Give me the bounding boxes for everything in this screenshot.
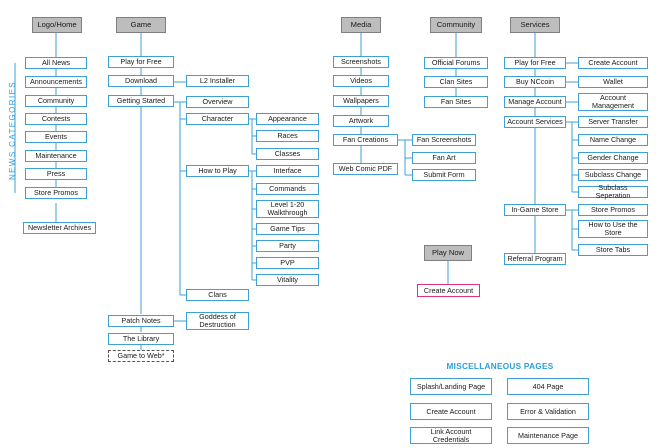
services-store-tabs[interactable]: Store Tabs <box>578 244 648 256</box>
news-item-events[interactable]: Events <box>25 131 87 143</box>
services-subclass-change[interactable]: Subclass Change <box>578 169 648 181</box>
how-to-play-party[interactable]: Party <box>256 240 319 252</box>
character-classes[interactable]: Classes <box>256 148 319 160</box>
services-wallet[interactable]: Wallet <box>578 76 648 88</box>
game-the-library[interactable]: The Library <box>108 333 174 345</box>
how-to-play-vitality[interactable]: Vitality <box>256 274 319 286</box>
media-web-comic-pdf[interactable]: Web Comic PDF <box>333 163 398 175</box>
misc-pages-title: MISCELLANEOUS PAGES <box>446 362 554 371</box>
misc-maintenance-page[interactable]: Maintenance Page <box>507 427 589 444</box>
newsletter-archives[interactable]: Newsletter Archives <box>23 222 96 234</box>
game-how-to-play[interactable]: How to Play <box>186 165 249 177</box>
community-fan-sites[interactable]: Fan Sites <box>424 96 488 108</box>
services-create-account[interactable]: Create Account <box>578 57 648 69</box>
header-community[interactable]: Community <box>430 17 482 33</box>
community-clan-sites[interactable]: Clan Sites <box>424 76 488 88</box>
news-item-all-news[interactable]: All News <box>25 57 87 69</box>
services-referral-program[interactable]: Referral Program <box>504 253 566 265</box>
header-media[interactable]: Media <box>341 17 381 33</box>
services-in-game-store[interactable]: In-Game Store <box>504 204 566 216</box>
header-services[interactable]: Services <box>510 17 560 33</box>
services-how-to-use-store[interactable]: How to Use the Store <box>578 220 648 238</box>
services-subclass-seperation[interactable]: Subclass Seperation <box>578 184 648 200</box>
news-item-store-promos[interactable]: Store Promos <box>25 187 87 199</box>
services-buy-nccoin[interactable]: Buy NCcoin <box>504 76 566 88</box>
media-wallpapers[interactable]: Wallpapers <box>333 95 389 107</box>
services-gender-change[interactable]: Gender Change <box>578 152 648 164</box>
game-l2-installer[interactable]: L2 Installer <box>186 75 249 87</box>
media-fan-creations[interactable]: Fan Creations <box>333 134 398 146</box>
game-play-for-free[interactable]: Play for Free <box>108 56 174 68</box>
how-to-play-walkthrough[interactable]: Level 1-20 Walkthrough <box>256 200 319 218</box>
services-store-promos[interactable]: Store Promos <box>578 204 648 216</box>
character-appearance[interactable]: Appearance <box>256 113 319 125</box>
news-item-announcements[interactable]: Announcements <box>25 76 87 88</box>
game-goddess-of-destruction[interactable]: Goddess of Destruction <box>186 312 249 330</box>
media-screenshots[interactable]: Screenshots <box>333 56 389 68</box>
media-fan-screenshots[interactable]: Fan Screenshots <box>412 134 476 146</box>
news-item-community[interactable]: Community <box>25 95 87 107</box>
news-item-press[interactable]: Press <box>25 168 87 180</box>
play-now-button[interactable]: Play Now <box>424 245 472 261</box>
game-clans[interactable]: Clans <box>186 289 249 301</box>
media-fan-art[interactable]: Fan Art <box>412 152 476 164</box>
services-account-services[interactable]: Account Services <box>504 116 566 128</box>
media-artwork[interactable]: Artwork <box>333 115 389 127</box>
news-categories-label: NEWS CATEGORIES <box>8 80 18 181</box>
how-to-play-interface[interactable]: Interface <box>256 165 319 177</box>
game-to-web[interactable]: Game to Web* <box>108 350 174 362</box>
game-overview[interactable]: Overview <box>186 96 249 108</box>
services-name-change[interactable]: Name Change <box>578 134 648 146</box>
misc-splash-landing-page[interactable]: Splash/Landing Page <box>410 378 492 395</box>
services-play-for-free[interactable]: Play for Free <box>504 57 566 69</box>
how-to-play-pvp[interactable]: PVP <box>256 257 319 269</box>
misc-error-validation[interactable]: Error & Validation <box>507 403 589 420</box>
how-to-play-commands[interactable]: Commands <box>256 183 319 195</box>
misc-404-page[interactable]: 404 Page <box>507 378 589 395</box>
play-now-create-account[interactable]: Create Account <box>417 284 480 297</box>
header-logo-home[interactable]: Logo/Home <box>32 17 82 33</box>
news-item-maintenance[interactable]: Maintenance <box>25 150 87 162</box>
game-getting-started[interactable]: Getting Started <box>108 95 174 107</box>
media-submit-form[interactable]: Submit Form <box>412 169 476 181</box>
game-character[interactable]: Character <box>186 113 249 125</box>
misc-create-account[interactable]: Create Account <box>410 403 492 420</box>
misc-link-account-credentials[interactable]: Link Account Credentials <box>410 427 492 444</box>
character-races[interactable]: Races <box>256 130 319 142</box>
game-patch-notes[interactable]: Patch Notes <box>108 315 174 327</box>
game-download[interactable]: Download <box>108 75 174 87</box>
media-videos[interactable]: Videos <box>333 75 389 87</box>
how-to-play-game-tips[interactable]: Game Tips <box>256 223 319 235</box>
community-official-forums[interactable]: Official Forums <box>424 57 488 69</box>
services-account-management[interactable]: Account Management <box>578 93 648 111</box>
news-item-contests[interactable]: Contests <box>25 113 87 125</box>
header-game[interactable]: Game <box>116 17 166 33</box>
services-manage-account[interactable]: Manage Account <box>504 96 566 108</box>
services-server-transfer[interactable]: Server Transfer <box>578 116 648 128</box>
